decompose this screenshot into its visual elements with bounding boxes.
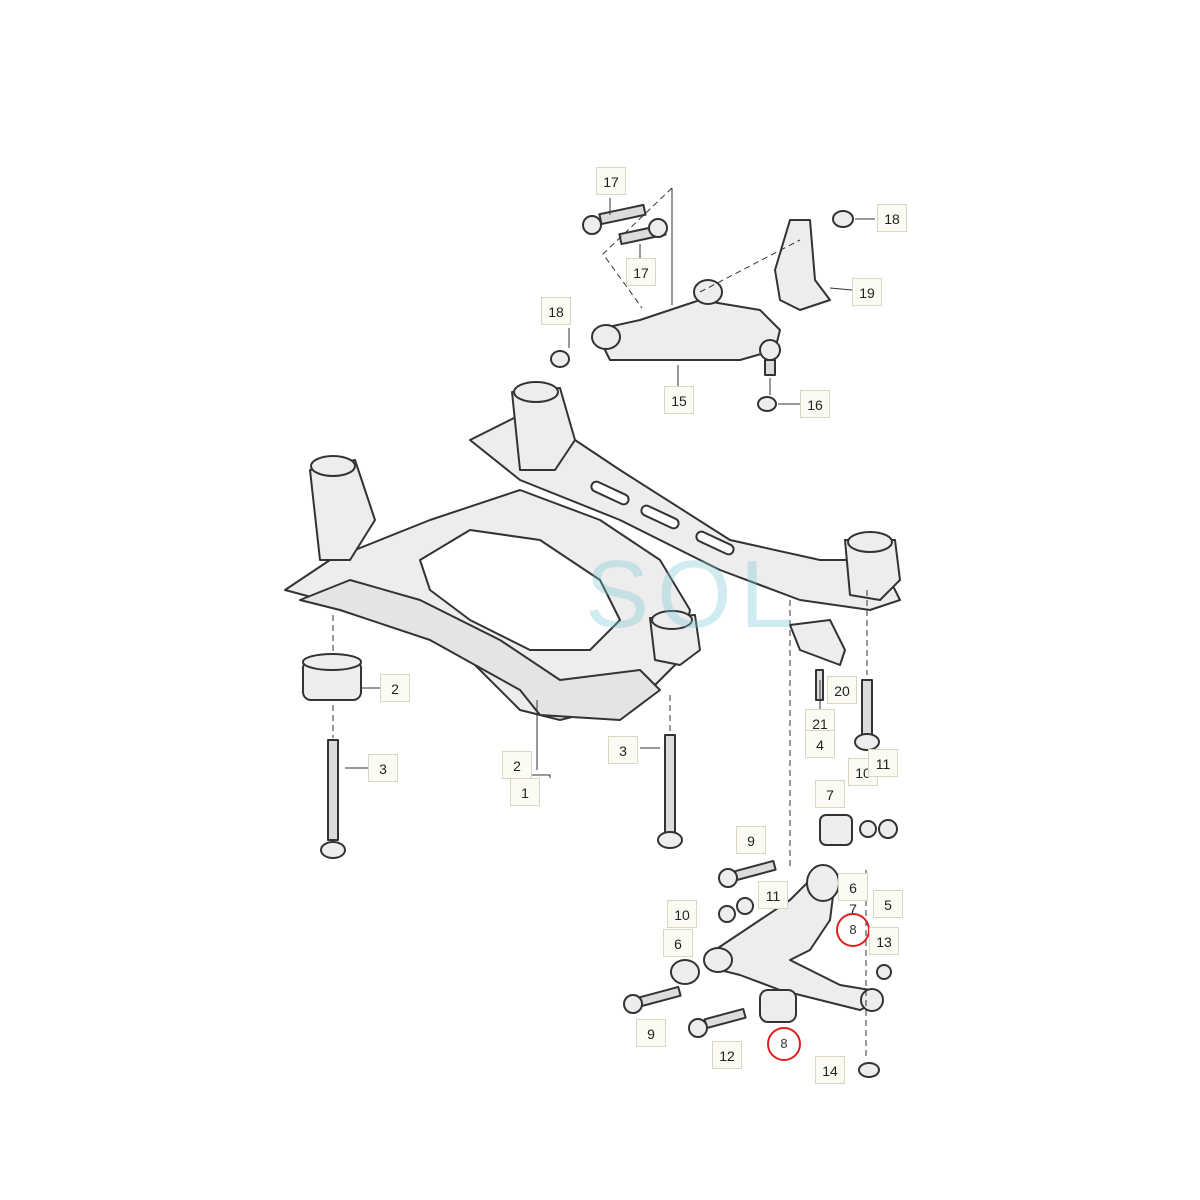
callout-3: 3 <box>608 736 638 764</box>
callout-11: 11 <box>758 881 788 909</box>
callout-3: 3 <box>368 754 398 782</box>
subframe-cross-member <box>469 409 901 611</box>
subframe-slot <box>640 504 680 530</box>
washer <box>718 905 736 923</box>
nut <box>876 964 892 980</box>
nut <box>878 819 898 839</box>
upper-arm-bushing <box>693 279 723 305</box>
highlighted-callout-8: 8 <box>767 1027 801 1061</box>
callout-12: 12 <box>712 1041 742 1069</box>
callout-2: 2 <box>380 674 410 702</box>
nut <box>858 1062 880 1078</box>
callout-14: 14 <box>815 1056 845 1084</box>
subframe-slot <box>590 480 630 506</box>
bushing <box>670 959 700 985</box>
sensor-bracket <box>774 219 831 311</box>
callout-17: 17 <box>596 167 626 195</box>
watermark: SOL <box>585 541 802 648</box>
callout-5: 5 <box>873 890 903 918</box>
lower-arm-bushing <box>703 947 733 973</box>
upper-arm-bolt <box>598 203 647 226</box>
callout-7: 7 <box>849 901 857 917</box>
upper-arm-bushing <box>591 324 621 350</box>
bushing <box>759 989 797 1023</box>
callout-6: 6 <box>663 929 693 957</box>
callout-1: 1 <box>510 778 540 806</box>
callout-18: 18 <box>541 297 571 325</box>
lower-arm-bushing <box>806 864 840 902</box>
washer <box>859 820 877 838</box>
callout-6: 6 <box>838 873 868 901</box>
callout-13: 13 <box>869 927 899 955</box>
callout-9: 9 <box>736 826 766 854</box>
subframe-inner-opening <box>419 529 621 651</box>
nut <box>550 350 570 368</box>
callout-4: 4 <box>805 730 835 758</box>
subframe-mount-cup-front-right <box>847 531 893 553</box>
subframe-mount-cup-left <box>310 455 356 477</box>
callout-17: 17 <box>626 258 656 286</box>
subframe-front-beam <box>299 579 661 721</box>
callout-18: 18 <box>877 204 907 232</box>
callout-19: 19 <box>852 278 882 306</box>
leader-line <box>699 239 801 293</box>
arm-bolt <box>733 859 777 882</box>
callout-11: 11 <box>868 749 898 777</box>
subframe-mount-cup-front-left <box>651 610 693 630</box>
leader-line <box>829 287 853 291</box>
subframe-mount-cup-right <box>513 381 559 403</box>
subframe-slot <box>695 530 735 556</box>
upper-ball-joint <box>759 339 781 361</box>
nut <box>832 210 854 228</box>
callout-20: 20 <box>827 676 857 704</box>
nut <box>757 396 777 412</box>
callout-9: 9 <box>636 1019 666 1047</box>
subframe-bolt <box>861 679 873 741</box>
lower-ball-joint <box>860 988 884 1012</box>
bushing <box>819 814 853 846</box>
bracket <box>789 619 846 666</box>
callout-16: 16 <box>800 390 830 418</box>
callout-7: 7 <box>815 780 845 808</box>
arm-bolt <box>638 985 682 1008</box>
highlighted-callout-8: 8 <box>836 913 870 947</box>
upper-control-arm <box>594 299 781 361</box>
callout-10: 10 <box>667 900 697 928</box>
callout-2: 2 <box>502 751 532 779</box>
leader-line <box>602 187 673 309</box>
callout-15: 15 <box>664 386 694 414</box>
subframe-bolt <box>327 739 339 841</box>
arm-bolt <box>703 1007 747 1030</box>
subframe-bolt <box>664 734 676 836</box>
nut <box>736 897 754 915</box>
